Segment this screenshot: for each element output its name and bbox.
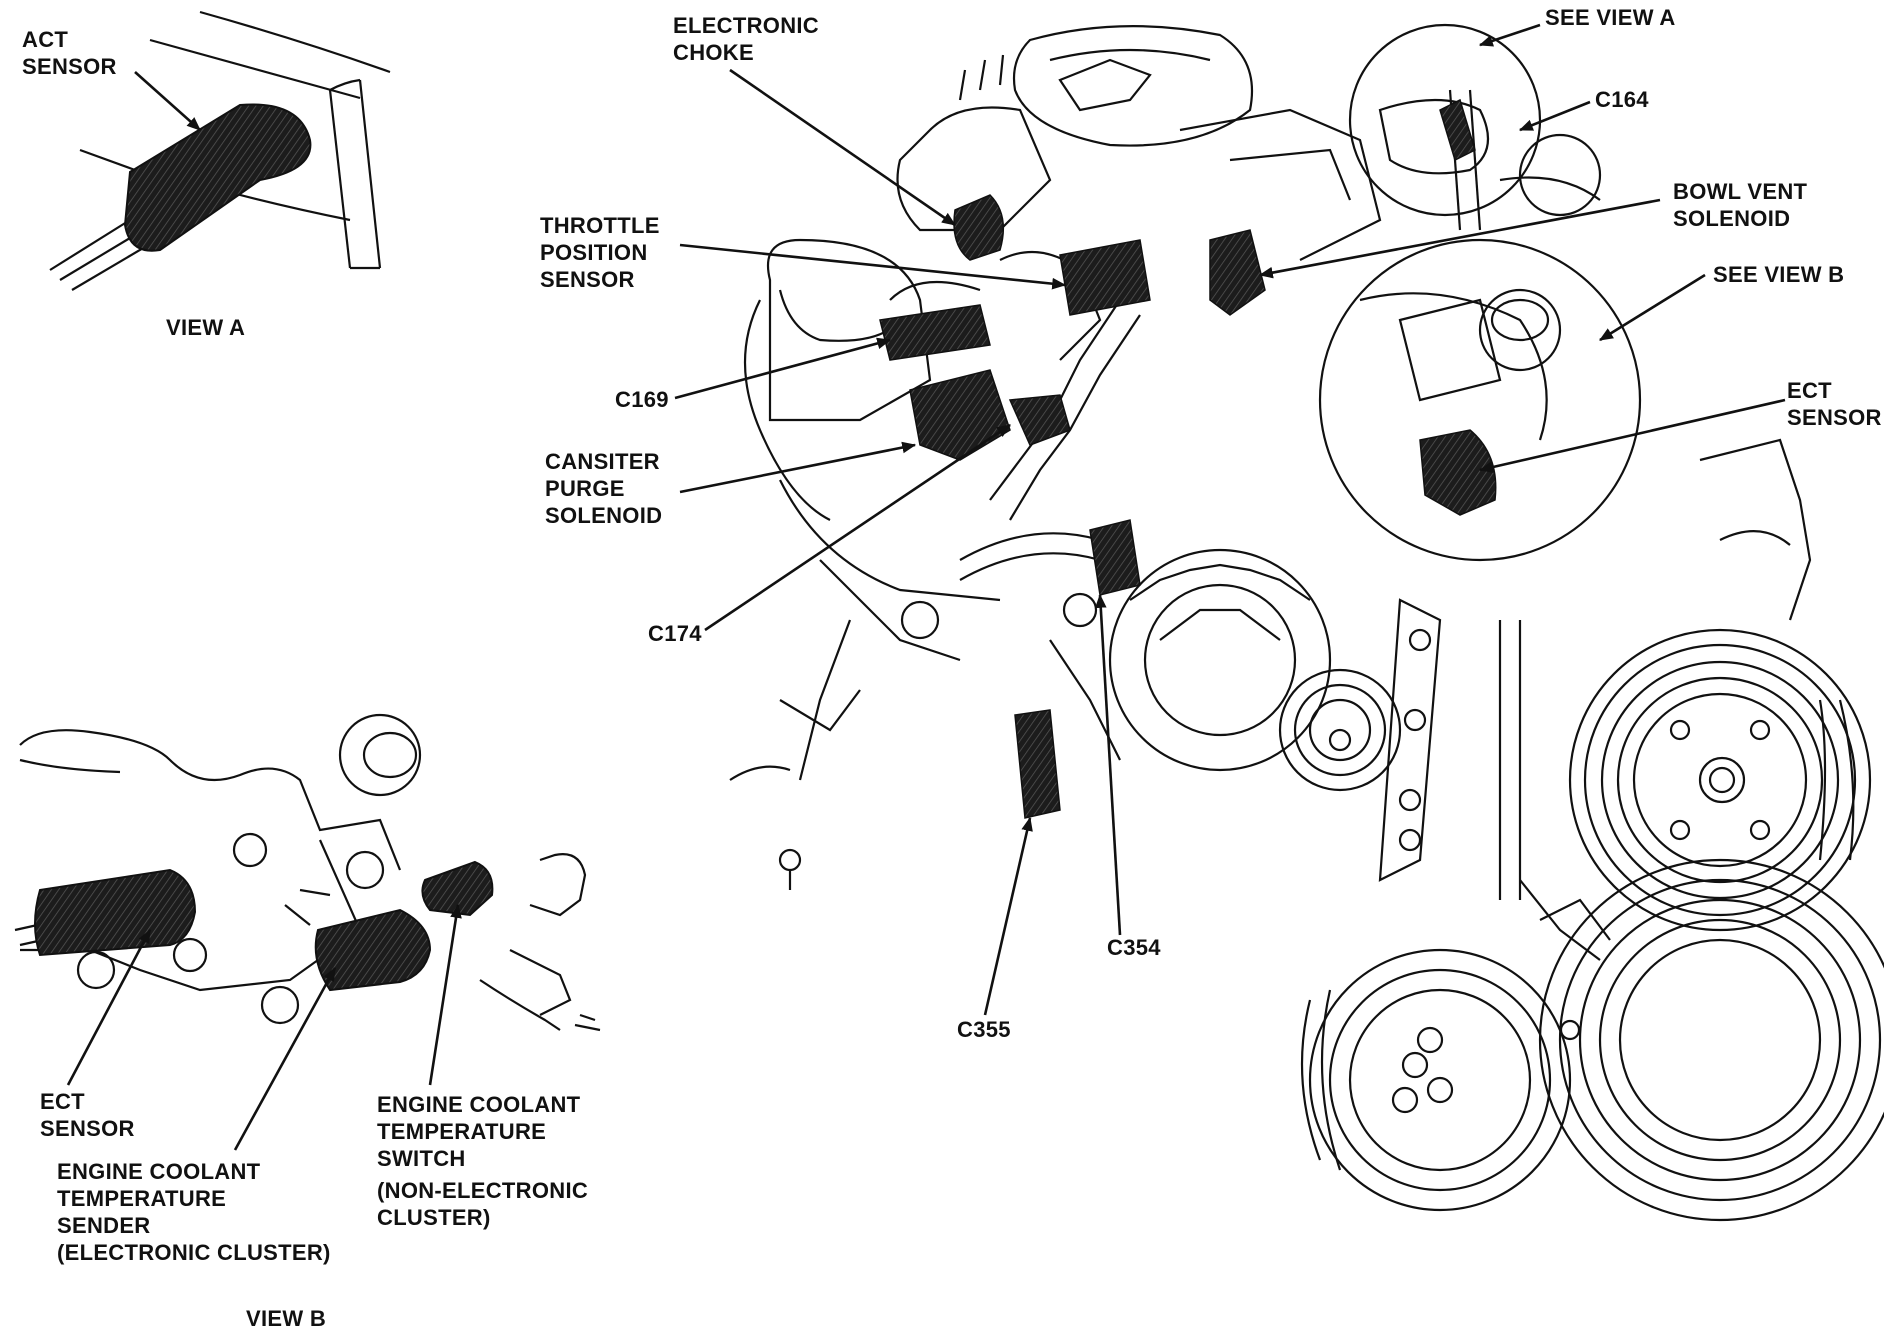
throttle-position-sensor-label: THROTTLE POSITION SENSOR	[540, 213, 660, 292]
arrow-c355	[983, 816, 1033, 1016]
arrow-coolant-sender	[233, 966, 337, 1151]
arrow-bowl-vent-solenoid	[1258, 198, 1661, 279]
act-sensor-shape	[123, 103, 312, 252]
arrow-view-b-ect	[66, 928, 152, 1086]
engine-coolant-temperature-sender-label: ENGINE COOLANT TEMPERATURE SENDER (ELECT…	[57, 1159, 331, 1265]
c355-label: C355	[957, 1017, 1011, 1042]
view-a-caption: VIEW A	[166, 315, 246, 340]
arrow-see-view-b	[1599, 273, 1706, 342]
c354-label: C354	[1107, 935, 1161, 960]
arrow-throttle-position-sensor	[679, 243, 1067, 290]
arrow-c354	[1094, 593, 1122, 936]
ect-sensor-main-label: ECT SENSOR	[1787, 378, 1882, 430]
canister-purge-solenoid-label: CANSITER PURGE SOLENOID	[545, 449, 663, 528]
view-b-caption: VIEW B	[246, 1306, 327, 1331]
arrow-ect-sensor-main	[1478, 398, 1786, 473]
leader-arrows	[66, 23, 1786, 1151]
c174-label: C174	[648, 621, 702, 646]
view-b-drawing	[14, 713, 601, 1032]
arrow-c174	[704, 423, 1011, 632]
engine-drawing	[729, 23, 1884, 1222]
bowl-vent-solenoid-label: BOWL VENT SOLENOID	[1673, 179, 1808, 231]
coolant-sender-shape	[314, 908, 432, 992]
see-view-a-label: SEE VIEW A	[1545, 5, 1676, 30]
coolant-switch-shape	[421, 860, 494, 917]
arrow-c164	[1518, 100, 1591, 132]
view-b-ect-sensor-label: ECT SENSOR	[40, 1089, 135, 1141]
arrow-coolant-switch	[428, 903, 462, 1086]
c169-label: C169	[615, 387, 669, 412]
act-sensor-label: ACT SENSOR	[22, 27, 117, 79]
connectors	[879, 98, 1497, 819]
arrow-see-view-a	[1478, 23, 1541, 47]
arrow-electronic-choke	[729, 68, 956, 227]
view-b-ect-sensor-shape	[34, 868, 197, 957]
arrow-canister-purge-solenoid	[679, 441, 917, 494]
see-view-b-label: SEE VIEW B	[1713, 262, 1845, 287]
c164-label: C164	[1595, 87, 1649, 112]
non-electronic-cluster-label: (NON-ELECTRONIC CLUSTER)	[377, 1178, 589, 1230]
engine-coolant-temperature-switch-label: ENGINE COOLANT TEMPERATURE SWITCH	[377, 1092, 581, 1171]
arrow-act-sensor	[134, 71, 201, 131]
arrow-c169	[674, 337, 892, 400]
electronic-choke-label: ELECTRONIC CHOKE	[673, 13, 819, 65]
